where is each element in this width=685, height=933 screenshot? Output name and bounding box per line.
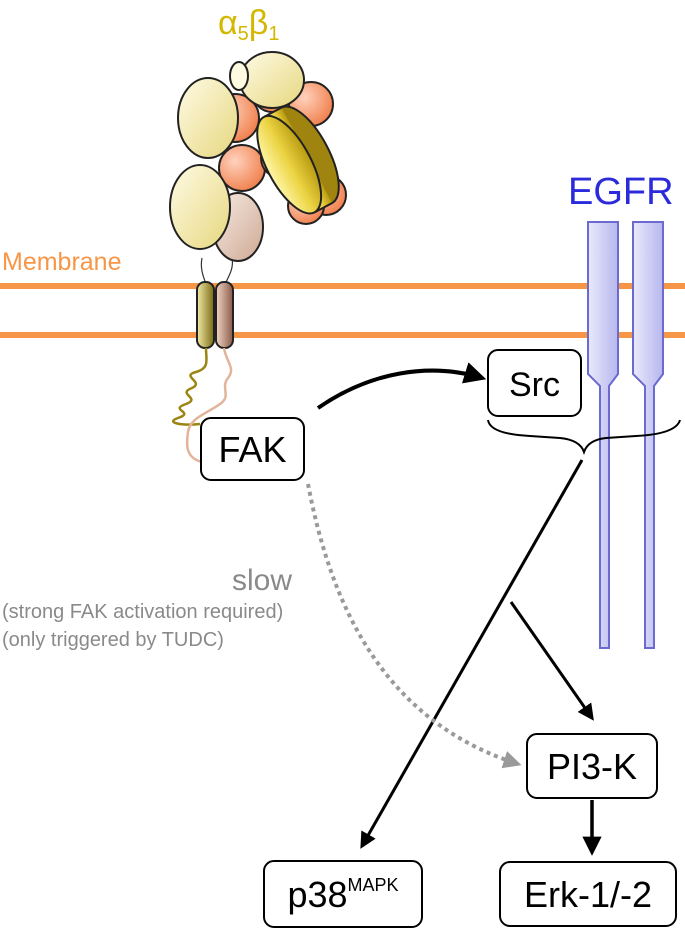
node-fak: FAK bbox=[200, 417, 305, 481]
node-erk: Erk-1/-2 bbox=[499, 861, 677, 927]
integrin-beta-sub: 1 bbox=[268, 23, 279, 45]
egfr-label: EGFR bbox=[568, 171, 674, 213]
integrin-alpha-sub: 5 bbox=[238, 23, 249, 45]
egfr-left-chain bbox=[587, 221, 619, 649]
integrin-alpha-stalk bbox=[200, 257, 207, 285]
integrin-alpha: α bbox=[218, 4, 238, 42]
integrin-yellow-disk bbox=[256, 105, 340, 215]
slow-label: slow bbox=[232, 564, 292, 597]
node-p38-superscript: MAPK bbox=[348, 875, 399, 895]
node-pi3k: PI3-K bbox=[526, 733, 658, 799]
arrow-fak-to-src bbox=[316, 362, 487, 410]
node-src: Src bbox=[487, 349, 582, 417]
integrin-beta-stalk bbox=[224, 257, 234, 285]
slow-note-line1: (strong FAK activation required) bbox=[2, 601, 283, 623]
node-p38-text: p38 bbox=[287, 874, 347, 915]
membrane-label: Membrane bbox=[2, 248, 122, 276]
slow-note-line2: (only triggered by TUDC) bbox=[2, 629, 224, 651]
integrin-alpha-transmembrane bbox=[196, 281, 215, 349]
node-src-label: Src bbox=[509, 366, 560, 404]
integrin-label: α5β1 bbox=[218, 4, 279, 45]
arrow-src-to-p38 bbox=[360, 459, 584, 849]
arrow-fak-to-pi3k-slow bbox=[306, 483, 522, 769]
integrin-alpha-domain bbox=[177, 77, 239, 159]
node-pi3k-label: PI3-K bbox=[547, 746, 637, 787]
integrin-beta-transmembrane bbox=[215, 281, 234, 349]
arrow-branch-to-pi3k bbox=[509, 601, 594, 721]
integrin-alpha-domain bbox=[239, 51, 305, 109]
integrin-receptor bbox=[169, 51, 347, 349]
node-fak-label: FAK bbox=[218, 429, 286, 470]
node-p38: p38MAPK bbox=[263, 860, 423, 928]
node-p38-label: p38MAPK bbox=[287, 874, 398, 915]
integrin-alpha-domain bbox=[229, 61, 249, 91]
src-egfr-brace bbox=[487, 419, 681, 456]
integrin-alpha-tail bbox=[172, 347, 208, 426]
integrin-beta: β bbox=[249, 4, 269, 42]
integrin-beta-tail bbox=[185, 347, 233, 464]
node-erk-label: Erk-1/-2 bbox=[524, 874, 652, 915]
integrin-alpha-domain bbox=[169, 164, 231, 250]
